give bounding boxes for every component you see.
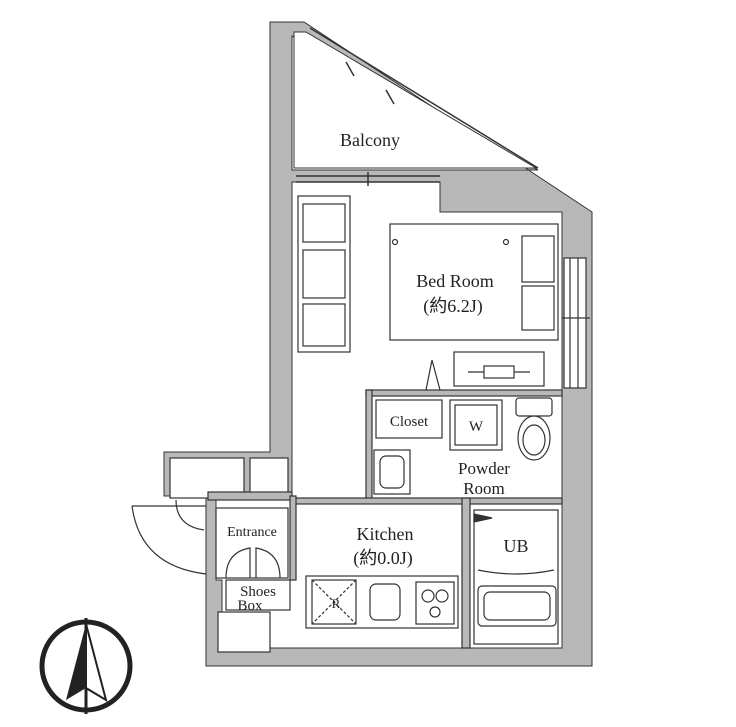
washer	[449, 399, 503, 451]
closet	[375, 399, 443, 439]
entrance-label: Entrance	[227, 525, 277, 540]
bedroom-storage	[297, 195, 351, 353]
washer-label: W	[469, 419, 484, 435]
front-door	[131, 499, 207, 575]
kitchen-size-label: (約0.0J)	[353, 548, 413, 569]
service-walls	[291, 389, 563, 649]
bed	[389, 223, 559, 341]
wash-basin	[373, 449, 411, 495]
unit-bath-label: UB	[503, 536, 528, 556]
closet-label: Closet	[390, 414, 429, 430]
north-compass-icon	[39, 618, 133, 714]
fridge-label: R	[332, 596, 341, 611]
right-window	[562, 257, 590, 389]
unit-bath	[473, 509, 559, 645]
kitchen-label: Kitchen	[357, 524, 414, 544]
balcony-label: Balcony	[340, 130, 400, 150]
bedroom-size-label: (約6.2J)	[423, 296, 483, 317]
kitchen-counter	[305, 575, 459, 629]
balcony-window	[296, 27, 539, 186]
bedroom-label: Bed Room	[416, 271, 494, 291]
entrance-area	[169, 457, 297, 653]
powder-room-label-1: Powder	[458, 459, 510, 478]
shoes-box-label-1: Shoes	[240, 584, 276, 600]
shoes-box-label-2: Box	[237, 598, 263, 614]
powder-room-label-2: Room	[463, 479, 505, 498]
bedroom-door	[425, 359, 441, 391]
tv-stand	[453, 351, 545, 387]
toilet	[515, 397, 553, 461]
